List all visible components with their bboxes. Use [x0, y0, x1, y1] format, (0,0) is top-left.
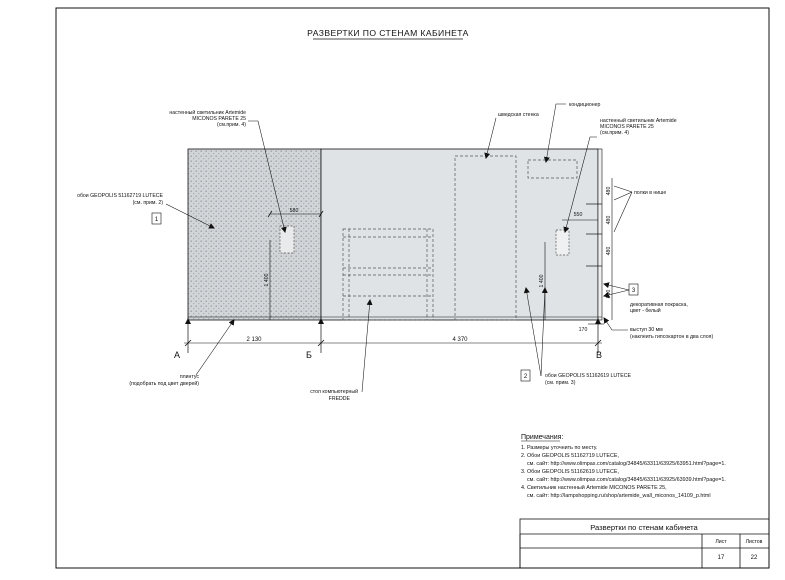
label-lamp-right-2: MICONOS PARETE 25	[600, 124, 654, 130]
sheet-title: РАЗВЕРТКИ ПО СТЕНАМ КАБИНЕТА	[307, 28, 469, 38]
label-wallpaper-left-1: обои GEOPOLIS 51162719 LUTECE	[77, 193, 163, 199]
leader-desk	[361, 299, 373, 393]
note-line: 3. Обои GEOPOLIS 51162619 LUTECE,	[521, 469, 619, 475]
leader-lamp-right	[563, 136, 597, 233]
leader-wardrobe	[484, 117, 497, 159]
note-line: см. сайт: http://www.olimpas.com/catalog…	[521, 460, 726, 467]
dimension-170: 170	[579, 327, 588, 333]
notes-heading: Примечания:	[521, 434, 563, 441]
leader-paint	[603, 282, 630, 298]
label-paint-1: декоративная покраска,	[630, 302, 688, 308]
note-line: 2. Обои GEOPOLIS 51162719 LUTECE,	[521, 453, 619, 459]
wall-segment-right	[320, 148, 599, 321]
label-wallpaper-left-2: (см. прим. 2)	[133, 200, 164, 206]
label-desk-1: стол компьютерный	[310, 388, 358, 395]
sheet-frame	[55, 7, 770, 569]
label-lamp-right-1: настенный светильник Artemide	[600, 117, 677, 124]
title-block-sheets-total: 22	[751, 555, 758, 561]
wall-segment-left	[187, 148, 322, 321]
dimension-ticks-580	[267, 210, 324, 218]
title-block	[519, 518, 770, 569]
dimension-1400-right: 1 400	[539, 274, 545, 287]
callout-1: 1	[155, 217, 159, 223]
dimension-480-low: 480	[606, 247, 612, 256]
title-block-sheets-label: Листов	[746, 539, 763, 545]
label-wallpaper-right-1: обои GEOPOLIS 51162619 LUTECE	[545, 373, 631, 379]
label-lamp-right-3: (см.прим. 4)	[600, 130, 629, 136]
axis-lines	[187, 318, 599, 353]
leader-lamp-left	[248, 120, 287, 233]
dimension-480-top: 480	[606, 187, 612, 196]
dimension-1400-left: 1 400	[264, 273, 270, 286]
label-lamp-left-3: (см.прим. 4)	[217, 122, 246, 128]
dimension-ticks-bottom	[184, 339, 602, 347]
label-plinth-2: (подобрать под цвет дверей)	[129, 380, 199, 387]
callout-box-2	[520, 369, 531, 382]
label-wardrobe: шведская стенка	[498, 112, 539, 118]
dimension-550: 550	[574, 212, 583, 218]
dimension-4370: 4 370	[452, 337, 468, 343]
axis-label-b: Б	[306, 350, 312, 360]
wall-projection	[597, 148, 603, 321]
note-line: 4. Светильник настенный Artemide MICONOS…	[521, 484, 667, 491]
air-conditioner-outline	[527, 159, 578, 179]
label-paint-2: цвет - белый	[630, 307, 661, 314]
callout-box-1	[151, 212, 162, 225]
title-block-sheet-label: Лист	[715, 539, 727, 545]
niche-shelves	[586, 203, 602, 267]
label-plinth-1: плинтус	[180, 374, 200, 380]
label-lamp-left-1: настенный светильник Artemide	[169, 109, 246, 116]
leader-shelves	[613, 185, 633, 233]
leader-wallpaper-right	[523, 287, 548, 377]
label-wallpaper-right-2: (см. прим. 3)	[545, 380, 576, 386]
leader-wallpaper-left	[165, 203, 215, 229]
label-projection-2: (наклеить гипсокартон в два слоя)	[630, 334, 713, 340]
callout-2: 2	[524, 374, 528, 380]
label-ac: кондиционер	[569, 102, 601, 108]
dimension-2130: 2 130	[246, 337, 262, 343]
leader-plinth	[195, 319, 235, 376]
leader-ac	[543, 103, 566, 163]
title-block-name: Развертки по стенам кабинета	[590, 523, 698, 532]
desk-outline	[342, 228, 434, 321]
label-lamp-left-2: MICONOS PARETE 25	[192, 116, 246, 122]
callout-box-3	[628, 283, 639, 296]
dimension-480-mid: 480	[606, 216, 612, 225]
axis-label-c: В	[596, 350, 602, 360]
callout-3: 3	[632, 288, 636, 294]
note-line: 1. Размеры уточнить по месту.	[521, 445, 597, 451]
label-desk-2: FREDDE	[329, 396, 351, 402]
axis-label-a: А	[174, 350, 180, 360]
lamp-right-outline	[555, 229, 570, 256]
label-projection-1: выступ 30 мм	[630, 327, 663, 333]
dimension-580: 580	[290, 208, 299, 214]
label-shelves: полки в нише	[634, 190, 666, 196]
lamp-left-outline	[279, 225, 295, 254]
dimension-850: 850	[606, 290, 612, 299]
note-line: см. сайт: http://www.olimpas.com/catalog…	[521, 476, 726, 483]
title-block-sheet-no: 17	[718, 555, 725, 561]
note-line: см. сайт: http://lampshopping.ru/shop/ar…	[521, 492, 711, 499]
leader-projection	[603, 317, 628, 331]
axis-arrows	[185, 318, 601, 324]
